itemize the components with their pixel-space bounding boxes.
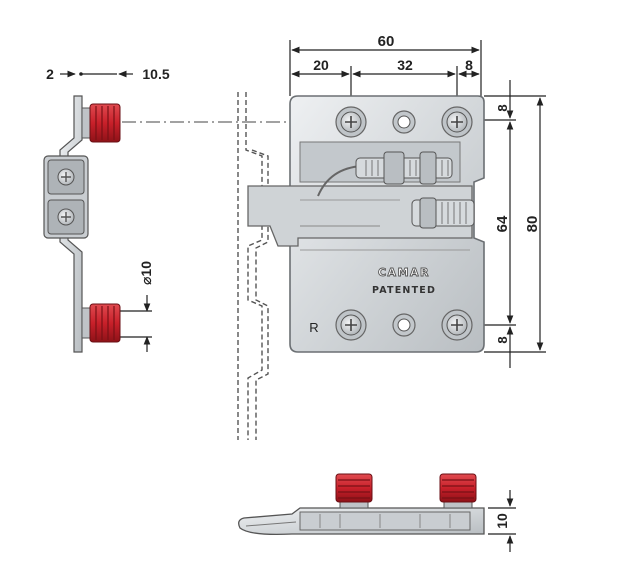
adjustment-screw-upper [317,151,453,197]
side-view-insert-top [81,103,121,143]
screw-bottom-right [441,309,473,341]
patented-text: PATENTED [372,285,436,296]
dim-right-top: 8 [495,104,510,111]
top-dimension-lines [289,40,482,100]
brand-text: CAMAR [378,266,430,279]
dim-bottom-height: 10 [494,513,510,529]
dim-right-total: 80 [524,216,541,233]
dashed-cabinet-outline [237,92,269,440]
dim-right-bottom: 8 [495,336,510,343]
screw-bottom-left [335,309,367,341]
left-dimension-lines [60,70,152,352]
hole-bottom-center [392,313,416,337]
side-mark-text: R [309,320,318,335]
dim-left-b: 10.5 [142,66,169,82]
bottom-view-insert-right [439,473,477,509]
adjustment-screw-lower [411,197,475,229]
bottom-view-insert-left [335,473,373,509]
dim-diameter: ⌀10 [138,261,154,285]
bottom-view-bracket [238,507,485,536]
side-view-insert-bottom [81,303,121,343]
side-view-bracket [43,95,89,353]
dim-top-left: 20 [313,57,329,73]
dim-left-a: 2 [46,66,54,82]
dim-top-mid: 32 [397,57,413,73]
bottom-dimension-lines [488,490,516,552]
brand-label: CAMAR PATENTED R [309,266,436,335]
dim-top-total: 60 [378,33,395,50]
dim-right-mid: 64 [494,215,511,232]
screw-top-right [441,106,473,138]
screw-top-left [335,106,367,138]
hole-top-center [392,110,416,134]
dim-top-right: 8 [465,57,473,73]
